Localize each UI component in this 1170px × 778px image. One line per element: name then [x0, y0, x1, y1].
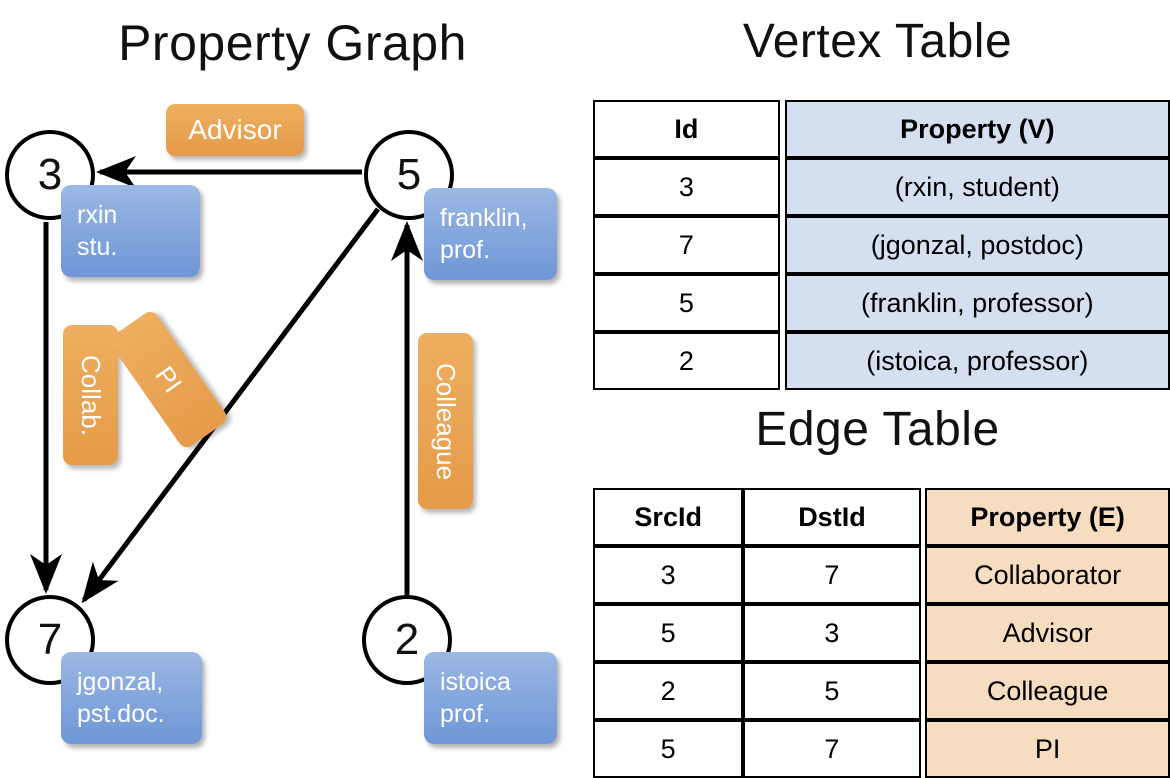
cell-dstid: 7: [743, 720, 921, 778]
table-header-row: Id Property (V): [593, 100, 1170, 158]
node-property-line-1: rxin: [77, 201, 118, 229]
page-title-property-graph: Property Graph: [118, 15, 467, 71]
table-row: 5 7 PI: [593, 720, 1170, 778]
node-property-line-2: pst.doc.: [77, 700, 165, 728]
cell-srcid: 2: [593, 662, 744, 720]
cell-property: Collaborator: [925, 546, 1170, 604]
column-header-property-e: Property (E): [925, 488, 1170, 546]
node-property-line-2: prof.: [440, 236, 491, 264]
edge-5-to-7: [81, 207, 380, 604]
cell-dstid: 3: [743, 604, 921, 662]
table-row: 5 3 Advisor: [593, 604, 1170, 662]
cell-id: 7: [593, 216, 780, 274]
cell-dstid: 7: [743, 546, 921, 604]
cell-property: Colleague: [925, 662, 1170, 720]
edge-label-advisor: Advisor: [166, 104, 304, 156]
node-property-box-rxin: rxin stu.: [61, 185, 200, 277]
table-row: 5 (franklin, professor): [593, 274, 1170, 332]
edge-label-text: Advisor: [188, 114, 282, 145]
column-header-id: Id: [593, 100, 780, 158]
property-graph-diagram: 3 5 7 2 rxin stu. franklin, prof. jgonza…: [0, 0, 585, 760]
table-row: 3 7 Collaborator: [593, 546, 1170, 604]
cell-srcid: 3: [593, 546, 744, 604]
page-title-edge-table: Edge Table: [755, 403, 1000, 456]
cell-property: (franklin, professor): [784, 274, 1170, 332]
column-header-srcid: SrcId: [593, 488, 744, 546]
cell-property: Advisor: [925, 604, 1170, 662]
edge-label-text: PI: [149, 360, 189, 398]
column-header-dstid: DstId: [743, 488, 921, 546]
cell-id: 3: [593, 158, 780, 216]
column-header-property-v: Property (V): [784, 100, 1170, 158]
edge-table: SrcId DstId Property (E) 3 7 Collaborato…: [593, 488, 1170, 778]
graph-node-5[interactable]: 5: [364, 130, 454, 220]
node-property-line-2: stu.: [77, 233, 118, 261]
page-title-vertex-table: Vertex Table: [742, 15, 1013, 68]
graph-edge-arrows: [30, 156, 423, 604]
edge-label-text: Collab.: [76, 354, 106, 436]
node-property-box-jgonzal: jgonzal, pst.doc.: [61, 652, 202, 744]
node-property-line-1: istoica: [440, 668, 511, 696]
cell-srcid: 5: [593, 720, 744, 778]
node-property-box-franklin: franklin, prof.: [424, 188, 557, 280]
edge-label-text: Colleague: [431, 362, 461, 480]
table-row: 2 5 Colleague: [593, 662, 1170, 720]
table-header-row: SrcId DstId Property (E): [593, 488, 1170, 546]
vertex-table: Id Property (V) 3 (rxin, student) 7 (jgo…: [593, 100, 1170, 390]
cell-id: 2: [593, 332, 780, 390]
table-row: 3 (rxin, student): [593, 158, 1170, 216]
cell-dstid: 5: [743, 662, 921, 720]
node-property-box-istoica: istoica prof.: [424, 652, 557, 744]
edge-label-colleague: Colleague: [418, 333, 473, 509]
graph-node-2[interactable]: 2: [362, 595, 452, 685]
node-property-line-1: jgonzal,: [77, 668, 164, 696]
cell-property: (rxin, student): [784, 158, 1170, 216]
table-row: 7 (jgonzal, postdoc): [593, 216, 1170, 274]
node-property-line-1: franklin,: [440, 204, 528, 232]
cell-id: 5: [593, 274, 780, 332]
table-row: 2 (istoica, professor): [593, 332, 1170, 390]
cell-srcid: 5: [593, 604, 744, 662]
cell-property: PI: [925, 720, 1170, 778]
node-property-line-2: prof.: [440, 700, 491, 728]
edge-label-collab: Collab.: [63, 325, 118, 465]
cell-property: (jgonzal, postdoc): [784, 216, 1170, 274]
cell-property: (istoica, professor): [784, 332, 1170, 390]
